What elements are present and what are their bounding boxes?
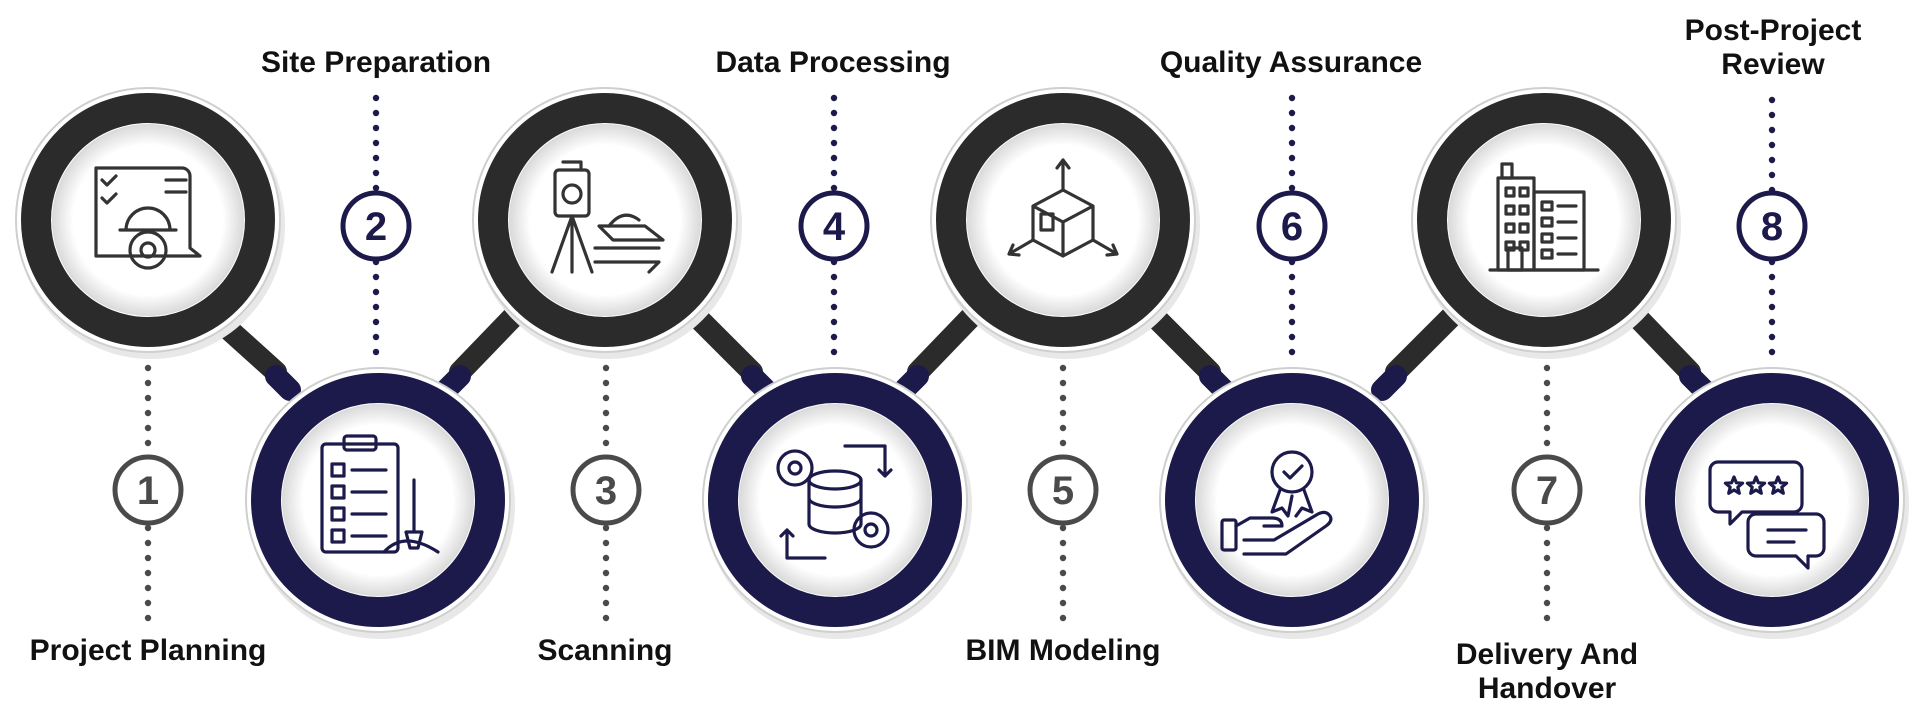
buildings-icon <box>1488 162 1600 272</box>
step-6-ring <box>1159 367 1429 639</box>
step-4-leader-lower <box>830 258 838 356</box>
step-2-number: 2 <box>365 205 387 249</box>
handle-7-right <box>1627 307 1701 383</box>
step-7-number-badge: 7 <box>1511 454 1583 526</box>
handle-4-right-cap <box>893 365 929 401</box>
step-4-leader-upper <box>830 94 838 192</box>
blueprint-helmet-gear-icon <box>94 166 202 270</box>
step-7-number: 7 <box>1536 469 1558 513</box>
step-5-ring <box>930 87 1200 359</box>
step-5-leader-upper <box>1059 364 1067 447</box>
step-2-number-badge: 2 <box>340 190 412 262</box>
step-8-ring <box>1639 367 1909 639</box>
step-3-number-badge: 3 <box>570 454 642 526</box>
step-1-leader-lower <box>144 524 152 622</box>
step-1-ring <box>15 87 285 359</box>
step-3-number: 3 <box>595 469 617 513</box>
step-2-leader-lower <box>372 258 380 356</box>
handle-4-left-cap <box>741 365 777 401</box>
step-5-leader-lower <box>1059 524 1067 622</box>
step-2-ring <box>245 367 515 639</box>
rating-chat-bubbles-icon <box>1708 460 1826 570</box>
step-7-leader-lower <box>1543 524 1551 622</box>
step-3-leader-upper <box>602 364 610 447</box>
step-8-number: 8 <box>1761 205 1783 249</box>
step-4-number: 4 <box>823 205 846 249</box>
3d-cube-axes-icon <box>1007 158 1119 258</box>
step-8-leader-lower <box>1768 258 1776 356</box>
handle-6-right-cap <box>1371 365 1407 401</box>
laser-scanner-tripod-icon <box>550 160 665 274</box>
step-5-number: 5 <box>1052 469 1074 513</box>
step-4-label: Data Processing <box>715 46 951 79</box>
step-4-number-badge: 4 <box>798 190 870 262</box>
step-6-label: Quality Assurance <box>1159 46 1423 79</box>
step-3-label: Scanning <box>537 634 673 667</box>
step-5-label: BIM Modeling <box>965 634 1161 667</box>
step-3-leader-lower <box>602 524 610 622</box>
step-7-ring <box>1411 87 1681 359</box>
handle-3-right <box>687 307 763 383</box>
step-6-number: 6 <box>1281 205 1303 249</box>
step-6-leader-upper <box>1288 94 1296 192</box>
step-1-number-badge: 1 <box>112 454 184 526</box>
step-7-leader-upper <box>1543 364 1551 447</box>
step-2-leader-upper <box>372 94 380 192</box>
handle-5-left <box>907 307 981 383</box>
database-gears-icon <box>776 444 893 560</box>
clipboard-checklist-shovel-icon <box>320 434 440 554</box>
step-8-leader-upper <box>1768 96 1776 194</box>
step-3-ring <box>472 87 742 359</box>
step-8-number-badge: 8 <box>1736 190 1808 262</box>
step-2-label: Site Preparation <box>260 46 492 79</box>
step-4-ring <box>702 367 972 639</box>
handle-7-left <box>1385 307 1461 383</box>
step-1-leader-upper <box>144 364 152 447</box>
handle-3-left <box>449 307 523 383</box>
step-1-number: 1 <box>137 469 159 513</box>
step-6-leader-lower <box>1288 258 1296 356</box>
hand-award-badge-icon <box>1220 450 1333 556</box>
step-5-number-badge: 5 <box>1027 454 1099 526</box>
step-6-number-badge: 6 <box>1256 190 1328 262</box>
step-1-label: Project Planning <box>29 634 267 667</box>
handle-2-left-cap <box>265 365 301 401</box>
handle-5-right <box>1145 307 1221 383</box>
